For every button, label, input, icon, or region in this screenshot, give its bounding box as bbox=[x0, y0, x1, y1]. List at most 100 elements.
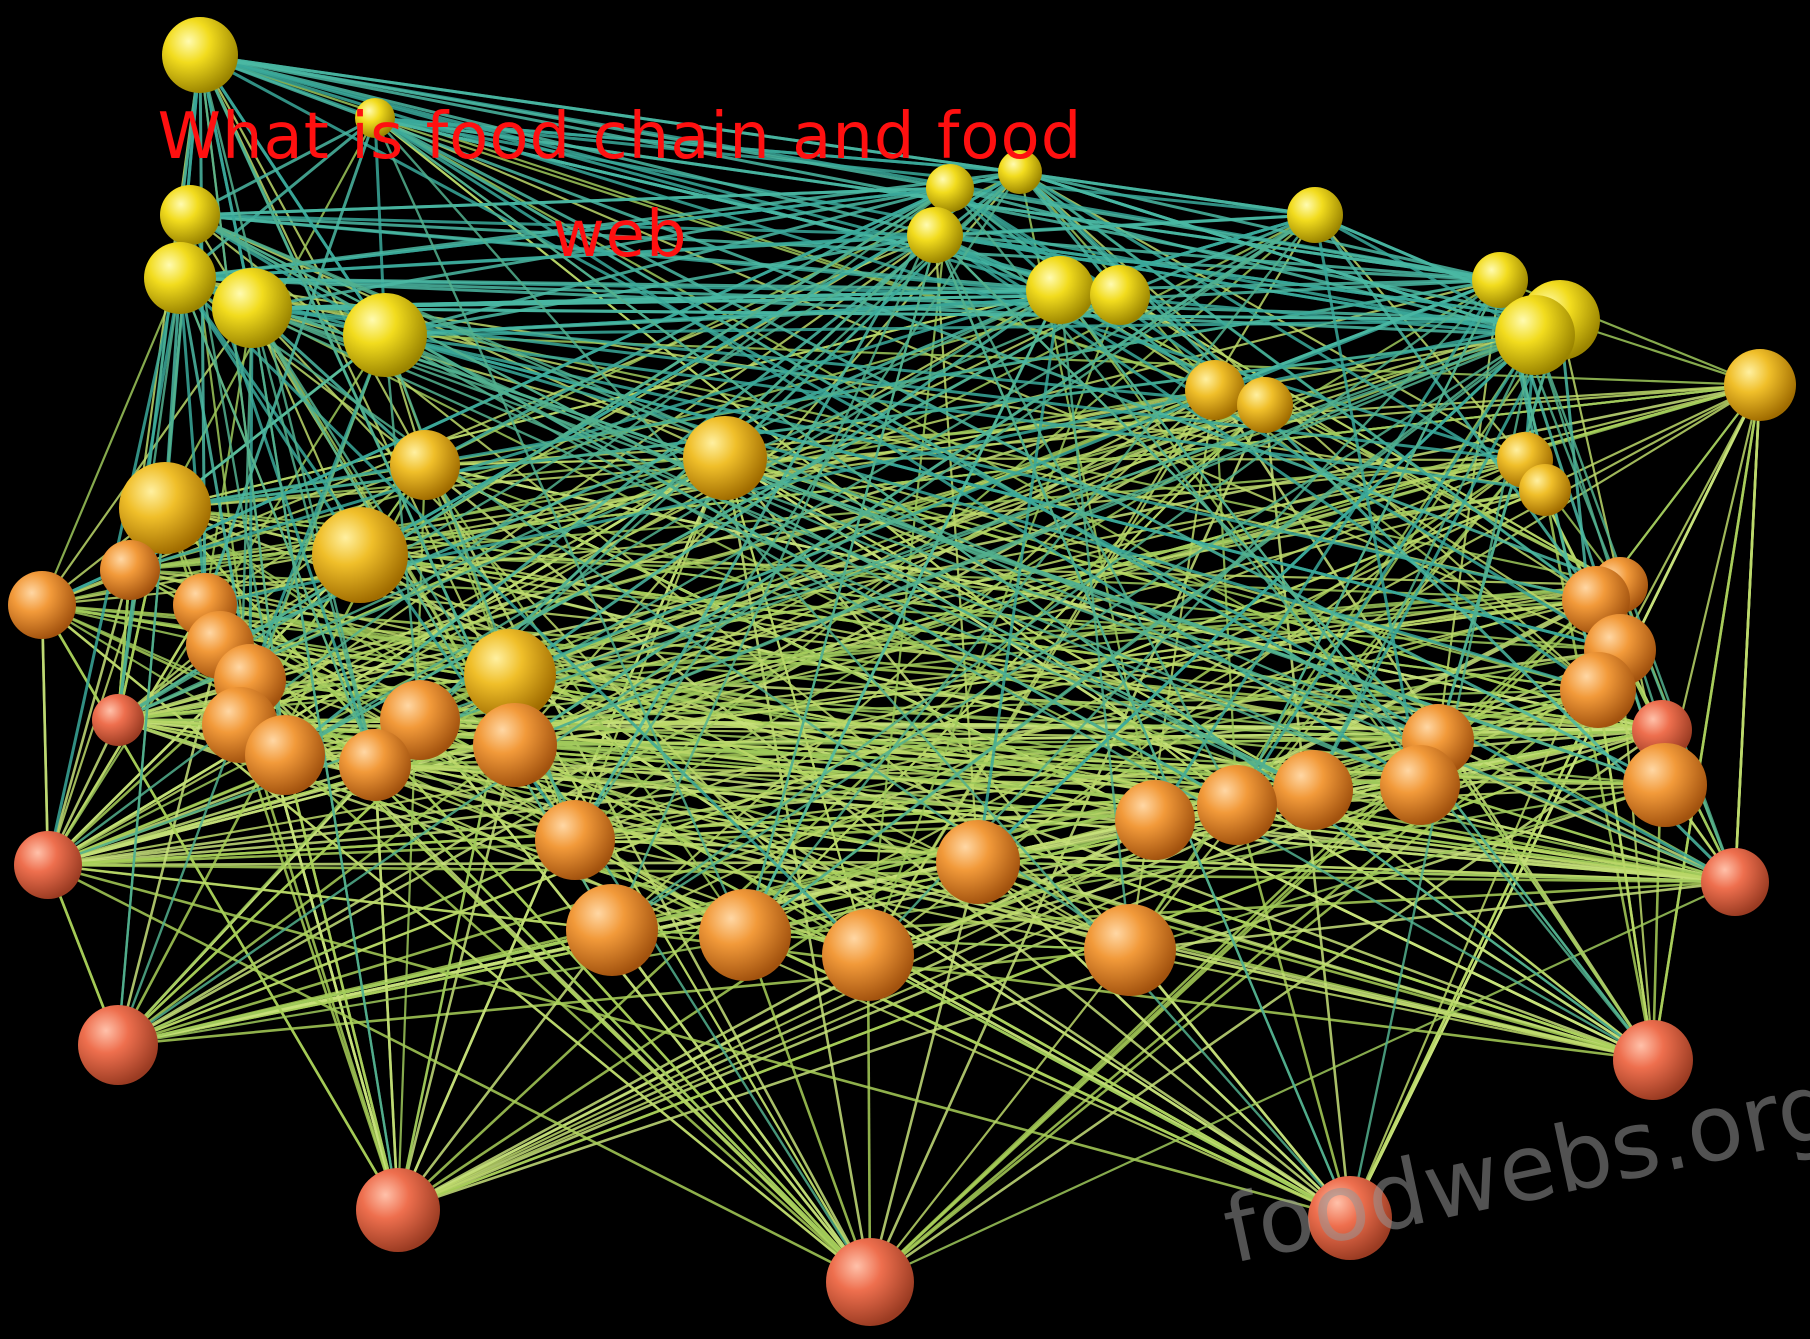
feeding-link bbox=[866, 954, 872, 1283]
species-node bbox=[464, 629, 556, 721]
feeding-link bbox=[117, 718, 1421, 787]
species-node bbox=[1115, 780, 1195, 860]
feeding-link bbox=[116, 54, 202, 721]
feeding-link bbox=[743, 934, 872, 1283]
feeding-link bbox=[1312, 788, 1736, 884]
species-node bbox=[160, 185, 220, 245]
feeding-link bbox=[189, 213, 1121, 297]
feeding-link bbox=[509, 278, 1501, 677]
species-node bbox=[119, 462, 211, 554]
feeding-link bbox=[424, 463, 1314, 792]
feeding-link bbox=[949, 187, 1654, 1061]
species-node bbox=[936, 820, 1020, 904]
species-node bbox=[14, 831, 82, 899]
feeding-link bbox=[1313, 214, 1422, 786]
feeding-link bbox=[1128, 949, 1352, 1219]
feeding-link bbox=[514, 213, 1316, 747]
feeding-link bbox=[178, 277, 207, 606]
feeding-link bbox=[611, 384, 1761, 931]
feeding-link bbox=[396, 744, 517, 1211]
feeding-link bbox=[384, 333, 1546, 492]
feeding-links bbox=[40, 53, 1762, 1284]
feeding-link bbox=[574, 458, 1526, 842]
species-node bbox=[1495, 295, 1575, 375]
species-node bbox=[1273, 750, 1353, 830]
feeding-link bbox=[189, 186, 951, 217]
feeding-link bbox=[977, 860, 1654, 1062]
feeding-link bbox=[573, 187, 952, 841]
feeding-link bbox=[47, 863, 1736, 884]
feeding-link bbox=[744, 384, 1761, 936]
feeding-link bbox=[117, 764, 376, 1046]
feeding-link bbox=[284, 293, 1121, 757]
species-node bbox=[1472, 252, 1528, 308]
feeding-link bbox=[117, 488, 1546, 722]
feeding-link bbox=[1618, 649, 1655, 1061]
feeding-link bbox=[179, 170, 1021, 280]
feeding-link bbox=[117, 233, 936, 722]
feeding-link bbox=[1436, 319, 1562, 741]
feeding-link bbox=[198, 54, 254, 309]
feeding-link bbox=[977, 860, 1736, 884]
feeding-link bbox=[509, 673, 1654, 1062]
species-node bbox=[822, 909, 914, 1001]
feeding-link bbox=[199, 53, 951, 190]
feeding-link bbox=[397, 404, 1266, 1211]
feeding-link bbox=[384, 333, 1597, 602]
feeding-link bbox=[47, 863, 1351, 1220]
species-node bbox=[1701, 848, 1769, 916]
species-node bbox=[212, 268, 292, 348]
feeding-link bbox=[424, 463, 1351, 1220]
feeding-link bbox=[373, 117, 747, 936]
feeding-link bbox=[514, 318, 1561, 747]
feeding-link bbox=[934, 234, 1439, 741]
feeding-link bbox=[199, 53, 1736, 884]
species-node bbox=[1287, 187, 1343, 243]
feeding-link bbox=[251, 186, 951, 310]
species-node bbox=[1560, 652, 1636, 728]
feeding-link bbox=[610, 929, 872, 1283]
species-node bbox=[162, 17, 238, 93]
feeding-link bbox=[424, 456, 726, 467]
species-node bbox=[343, 293, 427, 377]
feeding-link bbox=[724, 457, 1314, 791]
feeding-link bbox=[284, 754, 871, 1283]
species-node bbox=[926, 164, 974, 212]
feeding-link bbox=[129, 288, 1061, 572]
feeding-link bbox=[117, 186, 951, 722]
feeding-link bbox=[117, 838, 576, 1047]
feeding-link bbox=[1314, 213, 1536, 337]
feeding-link bbox=[949, 186, 1501, 282]
feeding-link bbox=[866, 187, 952, 956]
feeding-link bbox=[1419, 783, 1736, 884]
feeding-link bbox=[1119, 213, 1316, 297]
feeding-link bbox=[41, 603, 511, 677]
feeding-link bbox=[199, 53, 1526, 462]
feeding-link bbox=[419, 718, 1736, 884]
feeding-link bbox=[47, 763, 376, 867]
feeding-link bbox=[1437, 738, 1736, 884]
feeding-link bbox=[397, 783, 1666, 1212]
feeding-link bbox=[164, 506, 1736, 884]
feeding-link bbox=[178, 277, 377, 766]
feeding-link bbox=[117, 388, 1216, 722]
slide-title: What is food chain and food web bbox=[157, 100, 1083, 272]
species-node bbox=[699, 889, 791, 981]
species-node bbox=[998, 150, 1042, 194]
feeding-link bbox=[116, 214, 192, 1046]
species-node bbox=[356, 1168, 440, 1252]
feeding-link bbox=[251, 306, 1561, 322]
species-node bbox=[1623, 743, 1707, 827]
feeding-link bbox=[933, 234, 1352, 1219]
feeding-link bbox=[374, 116, 1421, 787]
species-node bbox=[566, 884, 658, 976]
species-node bbox=[144, 242, 216, 314]
feeding-link bbox=[199, 53, 1621, 587]
feeding-link bbox=[1436, 279, 1502, 741]
feeding-link bbox=[117, 214, 1316, 1046]
feeding-link bbox=[869, 949, 1131, 1283]
feeding-link bbox=[129, 568, 1238, 807]
feeding-link bbox=[396, 929, 614, 1211]
feeding-link bbox=[374, 116, 1439, 742]
feeding-link bbox=[1153, 279, 1502, 821]
